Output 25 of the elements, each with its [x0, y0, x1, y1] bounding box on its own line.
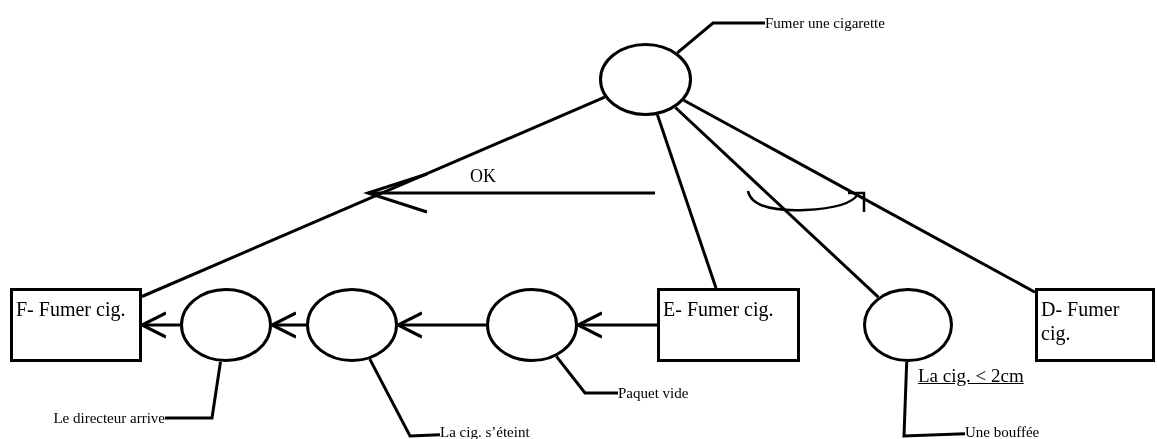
state-box: [657, 288, 800, 362]
state-box: [1035, 288, 1155, 362]
connector-line: [141, 95, 606, 298]
state-label: E- Fumer cig.: [663, 297, 775, 321]
leader-line: [676, 21, 765, 55]
state-label: D- Fumer cig.: [1041, 297, 1121, 345]
arrow: [140, 311, 180, 339]
leader-label: Une bouffée: [965, 422, 1065, 439]
arrow: [396, 311, 486, 339]
leader-line: [902, 361, 966, 438]
leader-label: Paquet vide: [618, 383, 718, 403]
state-label: F- Fumer cig.: [16, 297, 127, 321]
connector-line: [683, 99, 1036, 294]
condition-label: La cig. < 2cm: [918, 365, 1024, 387]
leader-line: [555, 355, 618, 395]
connector-line: [674, 106, 880, 299]
direction-label: OK: [470, 166, 496, 187]
leader-label: Fumer une cigarette: [765, 13, 905, 33]
state-box: [10, 288, 142, 362]
leader-line: [368, 358, 441, 438]
leader-line: [165, 361, 222, 420]
arrow: [576, 311, 657, 339]
connector-line: [655, 114, 718, 289]
arrow: [270, 311, 306, 339]
leader-label: Le directeur arrive: [20, 408, 165, 428]
